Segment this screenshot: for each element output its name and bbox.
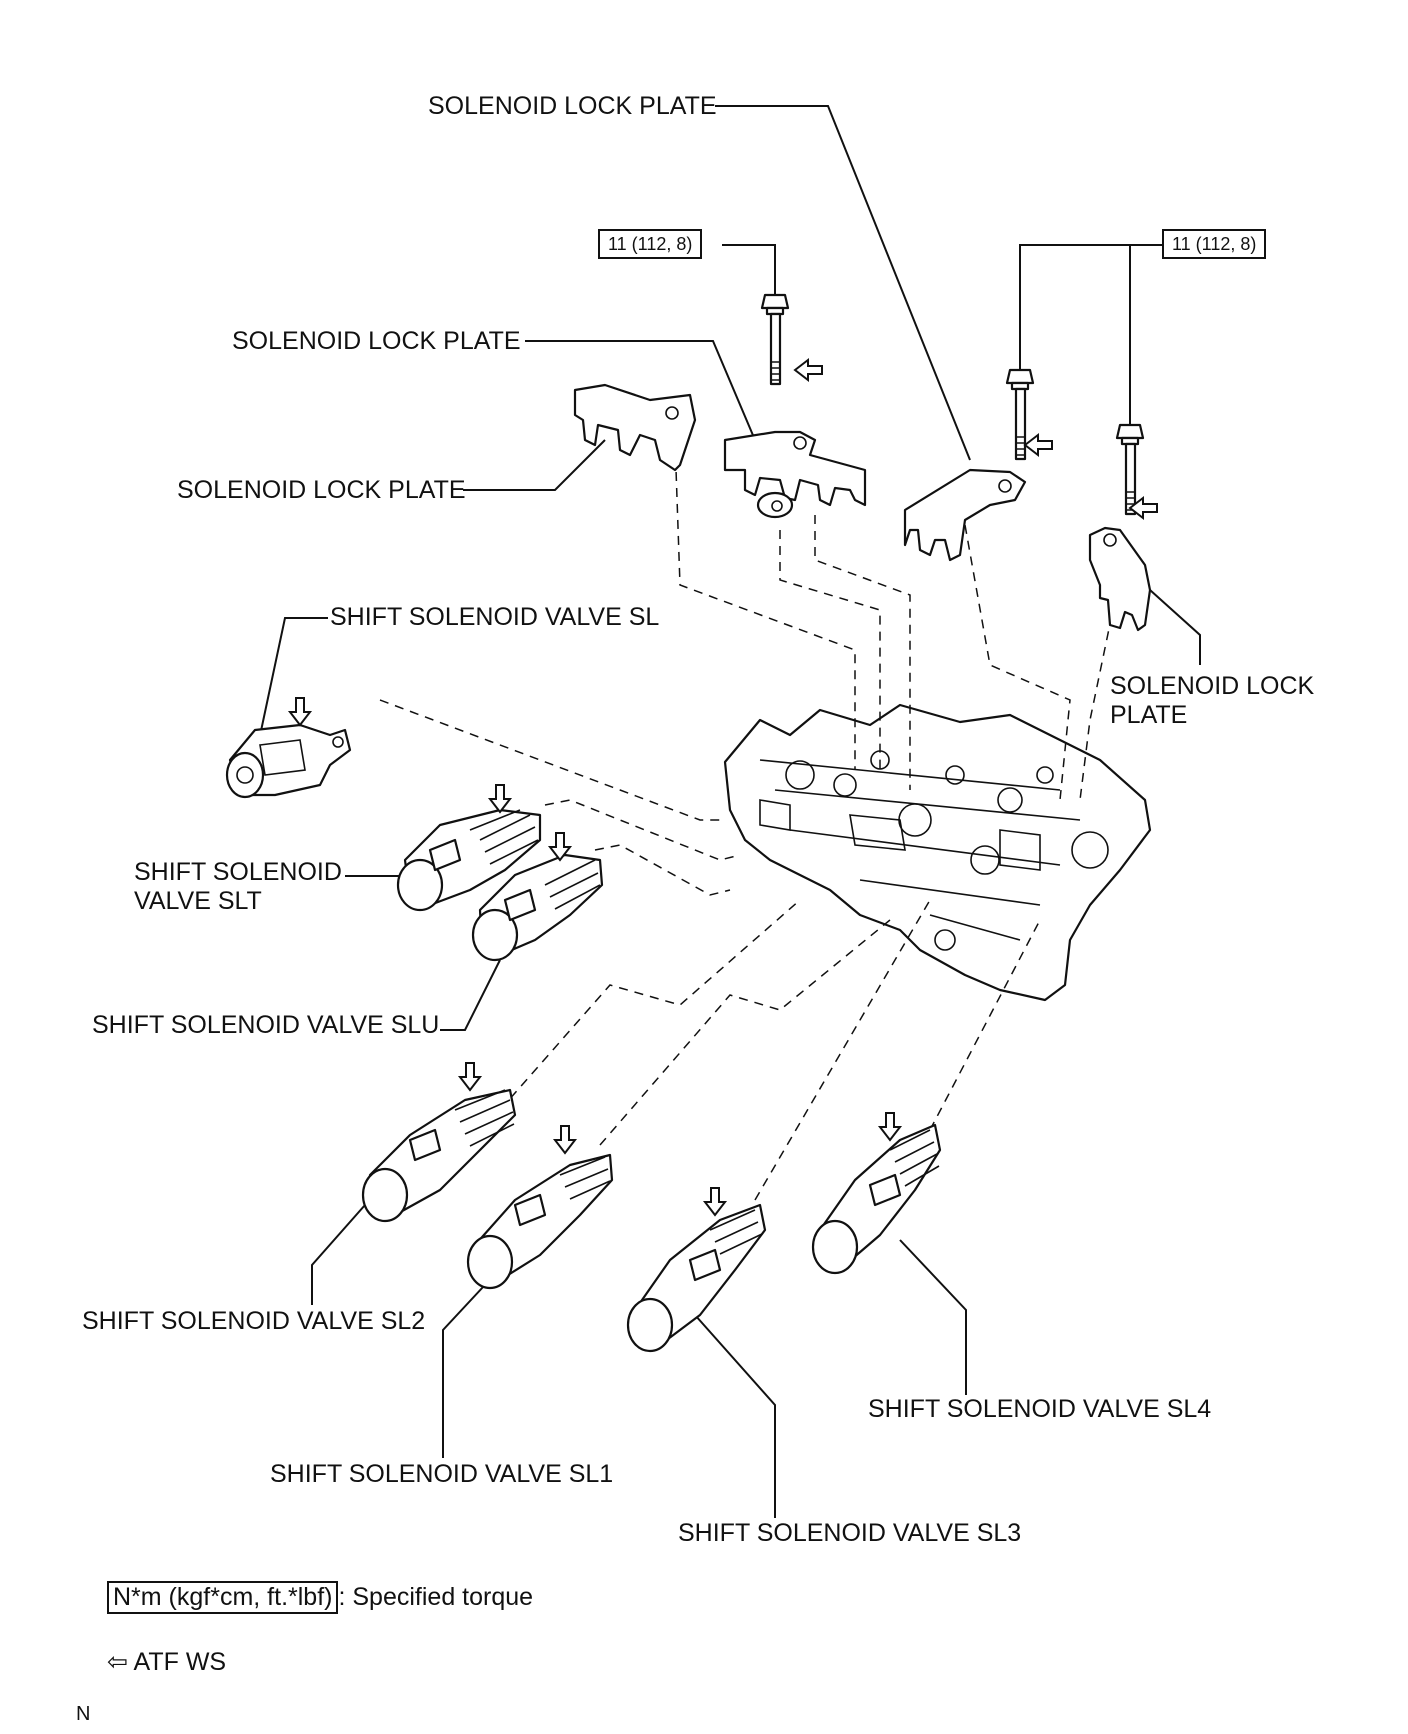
atf-arrow-icon xyxy=(1023,432,1053,458)
legend-torque: N*m (kgf*cm, ft.*lbf): Specified torque xyxy=(107,1581,533,1614)
bolts xyxy=(760,293,1145,516)
solenoid-sl4-part xyxy=(811,1123,942,1275)
atf-arrow-icon xyxy=(457,1062,483,1092)
corner-mark: N xyxy=(76,1703,91,1725)
atf-arrow-icon xyxy=(487,784,513,814)
label-solenoid-sl1: SHIFT SOLENOID VALVE SL1 xyxy=(270,1460,614,1488)
legend-atf-label: ATF WS xyxy=(133,1648,227,1676)
solenoid-slt-part xyxy=(396,808,542,912)
legend-torque-desc: : Specified torque xyxy=(338,1583,534,1611)
torque-spec-left: 11 (112, 8) xyxy=(598,229,703,259)
lock-plate-right-part xyxy=(1088,526,1152,632)
label-solenoid-slt-line1: SHIFT SOLENOID xyxy=(134,858,342,886)
atf-arrow-icon xyxy=(793,357,823,383)
atf-arrow-icon xyxy=(1128,495,1158,521)
bolt-3 xyxy=(1115,423,1145,516)
label-solenoid-sl3: SHIFT SOLENOID VALVE SL3 xyxy=(678,1519,1022,1547)
label-lock-plate-right-line1: SOLENOID LOCK xyxy=(1110,672,1315,700)
label-lock-plate-left: SOLENOID LOCK PLATE xyxy=(177,476,466,504)
solenoid-sl3-part xyxy=(626,1203,767,1353)
atf-arrow-icon xyxy=(287,697,313,727)
label-solenoid-slt-line2: VALVE SLT xyxy=(134,887,262,915)
lock-plate-top-part xyxy=(903,468,1027,562)
legend-atf: ⇦ ATF WS xyxy=(107,1648,226,1677)
solenoid-sl2-part xyxy=(361,1088,517,1223)
label-solenoid-sl: SHIFT SOLENOID VALVE SL xyxy=(330,603,660,631)
label-solenoid-sl4: SHIFT SOLENOID VALVE SL4 xyxy=(868,1395,1212,1423)
atf-arrow-icon xyxy=(552,1125,578,1155)
atf-arrows xyxy=(287,357,1158,1217)
label-solenoid-slu: SHIFT SOLENOID VALVE SLU xyxy=(92,1011,440,1039)
legend-torque-unit: N*m (kgf*cm, ft.*lbf) xyxy=(107,1581,339,1614)
leader-lines xyxy=(257,105,1201,1518)
solenoid-sl1-part xyxy=(466,1153,614,1290)
label-lock-plate-right-line2: PLATE xyxy=(1110,701,1188,729)
alignment-lines xyxy=(379,439,1116,1201)
atf-arrow-icon xyxy=(877,1112,903,1142)
lock-plate-left-part xyxy=(573,383,697,472)
label-lock-plate-top: SOLENOID LOCK PLATE xyxy=(428,92,717,120)
valve-body xyxy=(723,703,1152,1002)
atf-arrow-icon xyxy=(547,832,573,862)
label-solenoid-sl2: SHIFT SOLENOID VALVE SL2 xyxy=(82,1307,426,1335)
atf-arrow-icon: ⇦ xyxy=(107,1648,128,1676)
solenoid-slu-part xyxy=(471,853,604,962)
bolt-2 xyxy=(1005,368,1035,461)
label-lock-plate-mid: SOLENOID LOCK PLATE xyxy=(232,327,521,355)
torque-spec-right: 11 (112, 8) xyxy=(1162,229,1267,259)
lock-plate-mid-part xyxy=(723,430,867,519)
solenoid-sl-part xyxy=(225,723,352,799)
bolt-1 xyxy=(760,293,790,386)
atf-arrow-icon xyxy=(702,1187,728,1217)
